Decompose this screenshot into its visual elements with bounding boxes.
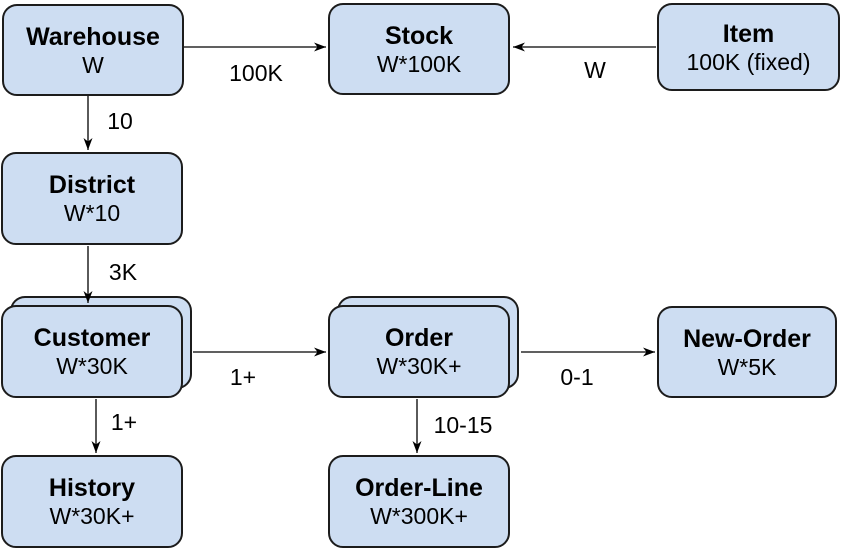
entity-item-count: 100K (fixed) (686, 48, 811, 75)
entity-item: Item 100K (fixed) (657, 3, 840, 91)
edge-label-order-new-order: 0-1 (560, 364, 594, 390)
entity-history-card: History W*30K+ (1, 455, 183, 548)
entity-warehouse-count: W (82, 51, 104, 78)
edge-label-item-stock: W (584, 57, 606, 83)
entity-order-line: Order-Line W*300K+ (328, 455, 510, 548)
entity-warehouse-title: Warehouse (26, 22, 160, 51)
entity-order-card: Order W*30K+ (328, 305, 510, 398)
entity-stock-title: Stock (384, 21, 454, 50)
edge-label-customer-history: 1+ (110, 409, 138, 435)
entity-item-card: Item 100K (fixed) (657, 3, 840, 91)
entity-order-line-title: Order-Line (355, 474, 483, 502)
entity-new-order-count: W*5K (717, 353, 777, 380)
entity-district: District W*10 (1, 152, 183, 245)
entity-order-count: W*30K+ (376, 353, 462, 379)
entity-order: Order W*30K+ (328, 296, 519, 398)
entity-history-title: History (48, 474, 136, 502)
entity-order-line-count: W*300K+ (370, 503, 468, 529)
edge-label-warehouse-stock: 100K (229, 60, 283, 86)
entity-district-card: District W*10 (1, 152, 183, 245)
entity-customer-card: Customer W*30K (1, 305, 183, 398)
entity-customer-count: W*30K (56, 353, 128, 379)
entity-order-title: Order (384, 324, 454, 352)
entity-order-line-card: Order-Line W*300K+ (328, 455, 510, 548)
entity-stock-count: W*100K (376, 50, 462, 77)
entity-district-title: District (48, 171, 136, 199)
entity-new-order: New-Order W*5K (657, 306, 837, 398)
entity-stock-card: Stock W*100K (328, 3, 510, 95)
entity-history-count: W*30K+ (49, 503, 135, 529)
edge-label-order-order-line: 10-15 (433, 412, 493, 438)
entity-new-order-card: New-Order W*5K (657, 306, 837, 398)
entity-new-order-title: New-Order (683, 324, 811, 353)
entity-item-title: Item (722, 19, 775, 48)
entity-district-count: W*10 (63, 200, 121, 226)
edge-label-customer-order: 1+ (229, 364, 257, 390)
entity-warehouse: Warehouse W (2, 4, 184, 96)
entity-customer: Customer W*30K (1, 296, 192, 398)
edge-label-district-customer: 3K (108, 259, 138, 285)
entity-customer-title: Customer (33, 324, 151, 352)
entity-warehouse-card: Warehouse W (2, 4, 184, 96)
entity-stock: Stock W*100K (328, 3, 510, 95)
entity-history: History W*30K+ (1, 455, 183, 548)
edge-label-warehouse-district: 10 (107, 108, 133, 134)
